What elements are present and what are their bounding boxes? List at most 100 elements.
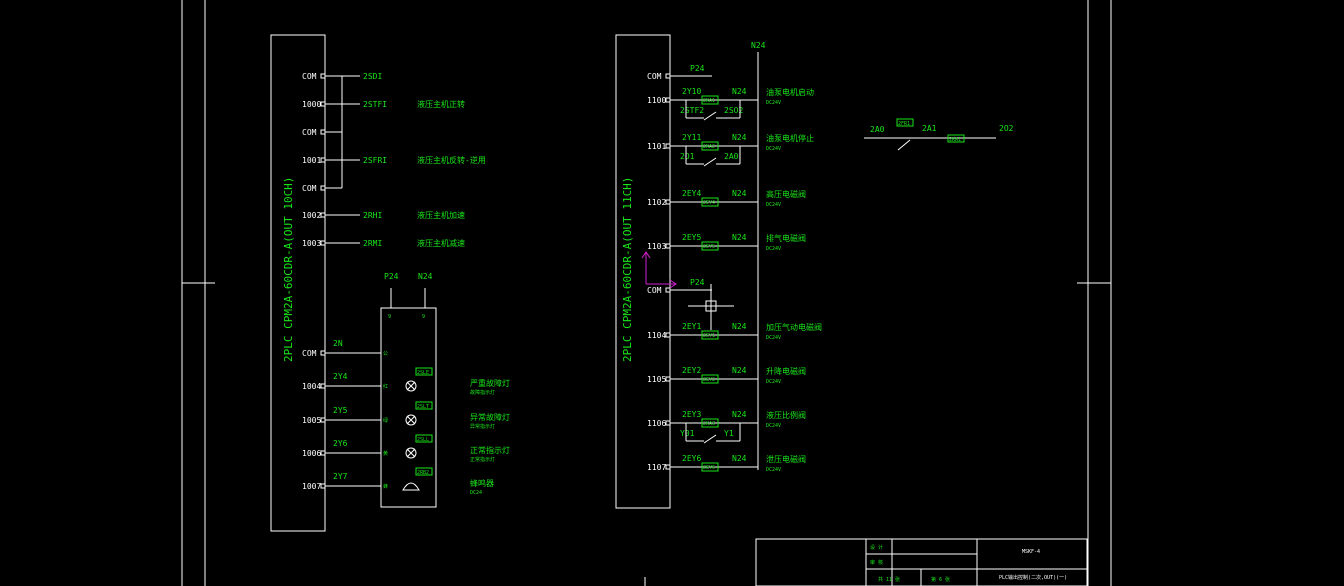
title-block: 设 计 审 核 MSKF-4 共 11 张 第 6 张 PLC输出控制(二次,O… [755,538,1088,586]
indicator-wire-label: 2Y5 [333,406,348,415]
right-wire-label: 2EY3 [682,410,701,419]
tb-sheets: 共 11 张 [878,576,900,583]
indicator-sub: 异常指示灯 [470,423,495,430]
left-port-label: COM [302,128,317,137]
right-n24-label: N24 [732,189,747,198]
right-sub: DC24V [766,423,781,429]
right-wire-label: 2EY6 [682,454,701,463]
indicator-port-label: COM [302,349,317,358]
right-desc: 油泵电机停止 [766,133,814,143]
tb-drawing: PLC输出控制(二次,OUT)(一) [999,574,1067,581]
indicator-box-label: 黄 [383,450,388,457]
right-terminal [665,73,671,79]
indicator-desc: 严重故障灯 [470,378,510,388]
lamp-icon [405,414,417,426]
left-port-label: 1000 [302,100,321,109]
indicator-tag-box [415,367,433,376]
indicator-box [380,307,437,508]
contact-right-label: Y1 [724,429,734,438]
coil-label: 2EY5 [703,244,715,250]
coil-label: 2EY2 [703,377,715,383]
switch-contact [703,157,717,167]
right-wire-label: 2Y10 [682,87,701,96]
right-terminal [665,143,671,149]
left-port-label: COM [302,72,317,81]
left-terminal [320,185,326,191]
right-terminal [665,464,671,470]
coil-box [701,241,719,251]
box-pin-n: 9 [422,314,425,320]
coil-box [701,418,719,428]
right-terminal [665,332,671,338]
lamp-icon [405,380,417,392]
left-port-label: 1003 [302,239,321,248]
right-desc: 油泵电机启动 [766,87,814,97]
right-port-label: 1100 [647,96,666,105]
side-label-a: 2A0 [870,125,885,134]
indicator-box-label: 公 [383,351,388,357]
left-port-label: COM [302,184,317,193]
side-label-c: 2O2 [999,124,1014,133]
indicator-desc: 蜂鸣器 [470,478,494,488]
indicator-terminal [320,417,326,423]
right-n24-label: N24 [732,366,747,375]
indicator-tag-box [415,467,433,476]
buzzer-icon [402,482,420,491]
right-com-wire-label: P24 [690,278,705,287]
right-sub: DC24V [766,467,781,473]
indicator-tag-box [415,401,433,410]
right-n24-label: N24 [732,133,747,142]
contact-left-label: 2O1 [680,152,695,161]
lamp-icon [405,447,417,459]
right-sub: DC24V [766,146,781,152]
left-wire-label: 2STFI [363,100,387,109]
coil-box [701,330,719,340]
left-terminal [320,157,326,163]
indicator-wire-label: 2Y4 [333,372,348,381]
indicator-terminal [320,450,326,456]
right-port-label: 1107 [647,463,666,472]
right-wire-label: 2EY4 [682,189,701,198]
right-terminal [665,420,671,426]
right-desc: 泄压电磁阀 [766,454,806,464]
coil-box [701,141,719,151]
right-sub: DC24V [766,100,781,106]
right-desc: 高压电磁阀 [766,189,806,199]
side-label-k1: 2FR1 [898,121,910,127]
right-wire-label: 2Y11 [682,133,701,142]
tb-design: 设 计 [870,544,883,551]
indicator-tag: 2RB2 [417,470,429,476]
right-port-label: 1103 [647,242,666,251]
left-desc: 液压主机正转 [417,99,465,109]
side-circuit: 2A0 2A1 2O2 2FR1 2KA1 [864,118,1014,151]
right-sub: DC24V [766,379,781,385]
indicator-terminal [320,383,326,389]
right-wire-label: 2EY2 [682,366,701,375]
left-desc: 液压主机加速 [417,210,465,220]
indicator-tag: 2SLE [417,370,429,376]
tb-code: MSKF-4 [1022,549,1040,555]
contact-left-label: Y01 [680,429,695,438]
ucs-icon [641,251,677,289]
right-port-label: 1106 [647,419,666,428]
switch-contact [703,434,717,444]
right-port-label: 1101 [647,142,666,151]
indicator-port-label: 1004 [302,382,321,391]
indicator-tag: 2SLL [417,437,429,443]
right-n24-label: N24 [732,410,747,419]
n24-bus-label: N24 [751,41,766,50]
left-terminal [320,129,326,135]
side-label-k2: 2KA1 [949,137,961,143]
right-port-label: 1102 [647,198,666,207]
right-sub: DC24V [766,335,781,341]
left-desc: 液压主机减速 [417,238,465,248]
right-terminal [665,243,671,249]
coil-box [701,95,719,105]
indicator-port-label: 1006 [302,449,321,458]
left-wire-label: 2RHI [363,211,382,220]
indicator-wire-label: 2Y7 [333,472,348,481]
tb-review: 审 核 [870,559,883,566]
